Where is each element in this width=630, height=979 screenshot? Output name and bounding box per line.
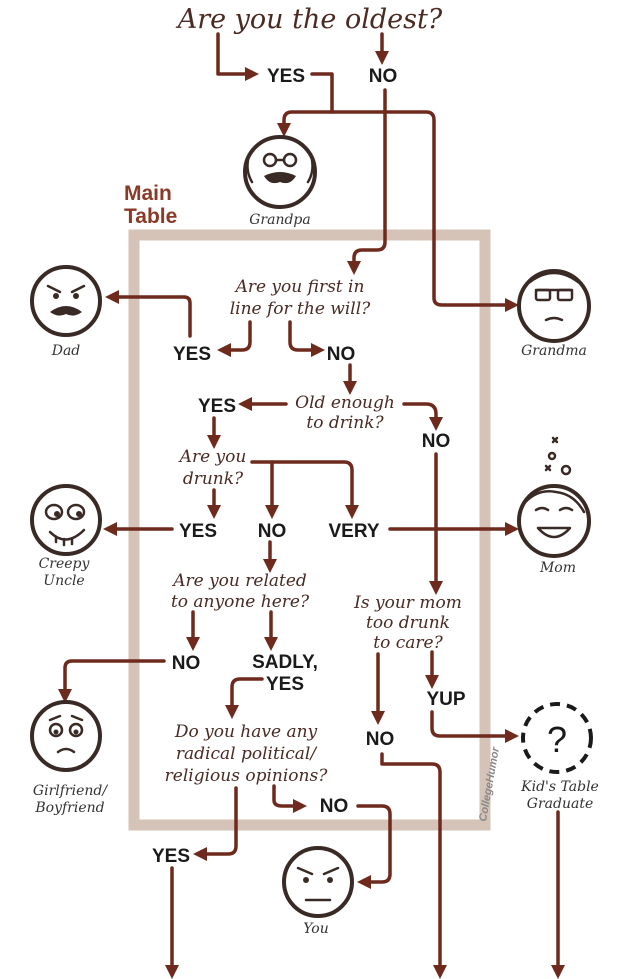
question-mom-line1: Is your mom xyxy=(353,593,462,613)
arrow-yes-to-opinions xyxy=(225,677,264,719)
arrow-mom-no-down xyxy=(380,752,447,979)
question-opinions-line3: religious opinions? xyxy=(165,766,329,786)
answer-drunk-very: VERY xyxy=(328,521,379,542)
arrow-will-to-no xyxy=(288,320,325,357)
creepy-uncle-caption-line2: Uncle xyxy=(43,573,84,589)
question-related-line1: Are you related xyxy=(171,571,307,591)
answer-opinions-yes: YES xyxy=(152,846,190,867)
answer-oldest-no: NO xyxy=(369,66,398,87)
answer-related-yes: YES xyxy=(266,674,304,695)
you-caption: You xyxy=(303,921,328,937)
answer-oldest-yes: YES xyxy=(267,66,305,87)
question-related-line2: to anyone here? xyxy=(171,592,310,612)
grandma-caption: Grandma xyxy=(521,343,587,359)
question-mom-line2: too drunk xyxy=(366,613,450,633)
question-drunk-line2: drunk? xyxy=(183,469,244,489)
answer-drink-yes: YES xyxy=(198,396,236,417)
arrow-yes-to-dad xyxy=(105,290,192,338)
kids-table-caption-line1: Kid's Table xyxy=(520,779,599,795)
question-mark-icon: ? xyxy=(547,719,567,760)
grandpa-face xyxy=(243,135,317,209)
girlfriend-caption-line1: Girlfriend/ xyxy=(33,783,108,799)
answer-drunk-yes: YES xyxy=(179,521,217,542)
arrow-to-grandma xyxy=(330,110,519,312)
question-will-line1: Are you first in xyxy=(234,277,365,297)
answer-related-no: NO xyxy=(172,653,201,674)
question-drunk-line1: Are you xyxy=(178,447,247,467)
arrow-no-to-will xyxy=(347,88,387,275)
main-table-label-line1: Main xyxy=(124,182,172,205)
girlfriend-caption-line2: Boyfriend xyxy=(34,800,104,816)
mom-caption: Mom xyxy=(539,560,576,576)
question-drink-line1: Old enough xyxy=(295,393,395,413)
you-face xyxy=(282,846,354,918)
question-mom-line3: to care? xyxy=(373,633,443,653)
question-drink-line2: to drink? xyxy=(306,413,384,433)
question-will-line2: line for the will? xyxy=(230,299,371,319)
arrow-drink-to-no xyxy=(402,402,443,431)
arrow-yes-to-grandpa xyxy=(277,72,334,137)
dad-face xyxy=(30,265,102,337)
arrow-opinions-to-yes xyxy=(193,786,238,861)
answer-will-yes: YES xyxy=(173,344,211,365)
arrow-drunk-branch-no xyxy=(250,460,359,519)
question-opinions-line1: Do you have any xyxy=(174,722,318,742)
main-table-label-line2: Table xyxy=(124,205,177,228)
answer-drunk-no: NO xyxy=(258,521,287,542)
question-oldest: Are you the oldest? xyxy=(175,4,443,35)
arrow-oldest-to-yes xyxy=(216,32,259,81)
dad-caption: Dad xyxy=(51,343,81,359)
answer-mom-no: NO xyxy=(366,729,395,750)
grandpa-caption: Grandpa xyxy=(249,212,311,228)
answer-opinions-no: NO xyxy=(320,796,349,817)
grandma-face xyxy=(517,269,591,343)
creepy-uncle-face xyxy=(30,484,102,556)
creepy-uncle-caption-line1: Creepy xyxy=(39,556,91,572)
kids-table-graduate-face xyxy=(521,702,593,774)
answer-drink-no: NO xyxy=(422,431,451,452)
question-opinions-line2: radical political/ xyxy=(176,744,318,764)
arrow-will-to-yes xyxy=(217,320,252,357)
answer-mom-yup: YUP xyxy=(426,689,465,710)
arrow-no-to-you xyxy=(356,804,392,889)
arrow-no-to-girlfriend xyxy=(58,659,166,703)
girlfriend-boyfriend-face xyxy=(30,700,102,772)
arrow-yup-to-kids-table xyxy=(430,710,519,743)
flow-arrows xyxy=(58,32,565,979)
mom-face xyxy=(517,436,591,558)
arrow-opinions-to-no xyxy=(272,784,307,813)
answer-will-no: NO xyxy=(327,344,356,365)
answer-related-sadly: SADLY, xyxy=(252,652,318,673)
kids-table-caption-line2: Graduate xyxy=(527,796,593,812)
